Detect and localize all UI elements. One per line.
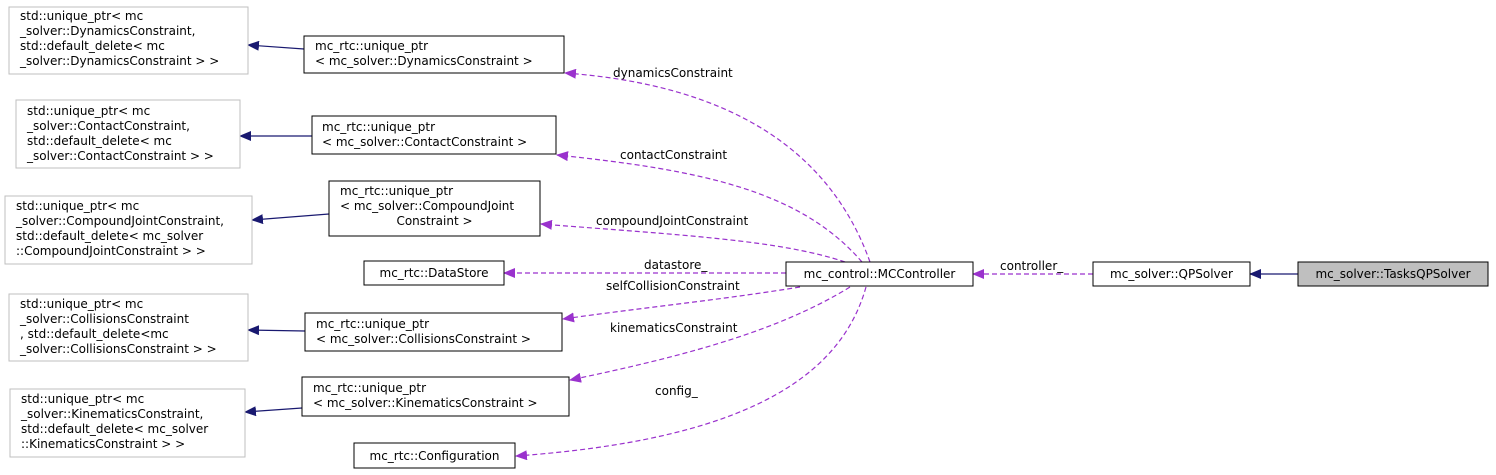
node-label-line-1: std::unique_ptr< mc (20, 9, 143, 23)
edge-collisionswrapper-to-collisionsstd (247, 325, 306, 336)
node-label-line-2: < mc_solver::ContactConstraint > (322, 135, 527, 149)
edge-mccontroller-to-contactwrapper (556, 151, 863, 263)
node-label: mc_solver::TasksQPSolver (1315, 267, 1470, 281)
node-label-line-4: _solver::CollisionsConstraint > > (19, 342, 217, 356)
node-label-line-1: mc_rtc::unique_ptr (313, 381, 426, 395)
node-label-line-4: ::CompoundJointConstraint > > (16, 244, 206, 258)
node-mc-controller[interactable]: mc_control::MCController (785, 261, 974, 287)
node-kinematics-std[interactable]: std::unique_ptr< mc _solver::KinematicsC… (9, 388, 246, 458)
node-label-line-2: < mc_solver::CollisionsConstraint > (316, 332, 531, 346)
node-qp-solver[interactable]: mc_solver::QPSolver (1092, 261, 1251, 287)
node-label-line-1: mc_rtc::unique_ptr (322, 120, 435, 134)
edge-label-compound: compoundJointConstraint (596, 214, 748, 228)
edge-dynwrapper-to-dynstd (247, 40, 305, 51)
node-label-line-2: < mc_solver::DynamicsConstraint > (315, 54, 533, 68)
node-kinematics-wrapper[interactable]: mc_rtc::unique_ptr < mc_solver::Kinemati… (301, 376, 570, 417)
node-label-line-3: , std::default_delete<mc (20, 327, 169, 341)
node-label-line-4: _solver::DynamicsConstraint > > (19, 54, 219, 68)
inheritance-edges (239, 40, 1298, 417)
edge-kinematicswrapper-to-kinematicsstd (244, 406, 303, 417)
node-label-line-1: std::unique_ptr< mc (27, 104, 150, 118)
node-tasks-qp-solver[interactable]: mc_solver::TasksQPSolver (1297, 261, 1489, 287)
node-label-line-2: _solver::DynamicsConstraint, (19, 24, 195, 38)
node-configuration[interactable]: mc_rtc::Configuration (353, 442, 516, 469)
node-label-line-1: std::unique_ptr< mc (16, 199, 139, 213)
node-label-line-2: < mc_solver::KinematicsConstraint > (313, 396, 538, 410)
node-label-line-1: mc_rtc::unique_ptr (340, 184, 453, 198)
edge-mccontroller-to-collisionswrapper (562, 286, 801, 323)
edge-label-controller: controller_ (1000, 259, 1064, 273)
edge-mccontroller-to-configuration (515, 286, 867, 461)
node-label-line-4: _solver::ContactConstraint > > (26, 149, 214, 163)
node-contact-wrapper[interactable]: mc_rtc::unique_ptr < mc_solver::ContactC… (311, 115, 557, 155)
node-label-line-3: std::default_delete< mc_solver (16, 229, 203, 243)
node-label-line-2: _solver::CollisionsConstraint (19, 312, 189, 326)
node-dynamics-wrapper[interactable]: mc_rtc::unique_ptr < mc_solver::Dynamics… (303, 35, 565, 74)
node-collisions-std[interactable]: std::unique_ptr< mc _solver::CollisionsC… (8, 293, 249, 362)
node-label-line-1: mc_rtc::unique_ptr (316, 317, 429, 331)
node-label-line-2: < mc_solver::CompoundJoint (340, 199, 514, 213)
edge-label-config: config_ (655, 384, 699, 398)
node-label-line-1: std::unique_ptr< mc (21, 392, 144, 406)
node-collisions-wrapper[interactable]: mc_rtc::unique_ptr < mc_solver::Collisio… (304, 312, 563, 352)
node-compound-std[interactable]: std::unique_ptr< mc _solver::CompoundJoi… (4, 195, 253, 265)
node-label: mc_solver::QPSolver (1110, 267, 1233, 281)
edge-mccontroller-to-dynwrapper (564, 68, 871, 263)
node-label-line-2: _solver::CompoundJointConstraint, (15, 214, 224, 228)
node-label-line-4: ::KinematicsConstraint > > (21, 437, 185, 451)
edge-label-self-collision: selfCollisionConstraint (606, 279, 740, 293)
node-label: mc_control::MCController (804, 267, 956, 281)
node-label-line-2: _solver::ContactConstraint, (26, 119, 190, 133)
edge-label-datastore: datastore_ (644, 258, 708, 272)
node-label: mc_rtc::Configuration (370, 449, 500, 463)
node-label-line-3: Constraint > (396, 214, 472, 228)
node-label-line-1: std::unique_ptr< mc (20, 297, 143, 311)
node-contact-std[interactable]: std::unique_ptr< mc _solver::ContactCons… (15, 99, 241, 169)
edge-mccontroller-to-compoundwrapper (540, 219, 846, 263)
edge-label-contact: contactConstraint (620, 148, 727, 162)
node-label-line-3: std::default_delete< mc (27, 134, 172, 148)
edge-labels: controller_ dynamicsConstraint contactCo… (596, 66, 1064, 398)
edge-mccontroller-to-kinematicswrapper (569, 286, 851, 383)
usage-edges (503, 68, 1093, 461)
node-dynamics-std[interactable]: std::unique_ptr< mc _solver::DynamicsCon… (8, 6, 249, 75)
edge-label-kinematics: kinematicsConstraint (610, 321, 738, 335)
node-label: mc_rtc::DataStore (380, 266, 489, 280)
node-compound-wrapper[interactable]: mc_rtc::unique_ptr < mc_solver::Compound… (328, 180, 541, 237)
node-label-line-2: _solver::KinematicsConstraint, (20, 407, 203, 421)
node-label-line-3: std::default_delete< mc_solver (21, 422, 208, 436)
node-datastore[interactable]: mc_rtc::DataStore (363, 260, 505, 286)
edge-compoundwrapper-to-compoundstd (251, 213, 330, 225)
edge-label-dynamics: dynamicsConstraint (613, 66, 733, 80)
node-label-line-3: std::default_delete< mc (20, 39, 165, 53)
node-label-line-1: mc_rtc::unique_ptr (315, 39, 428, 53)
